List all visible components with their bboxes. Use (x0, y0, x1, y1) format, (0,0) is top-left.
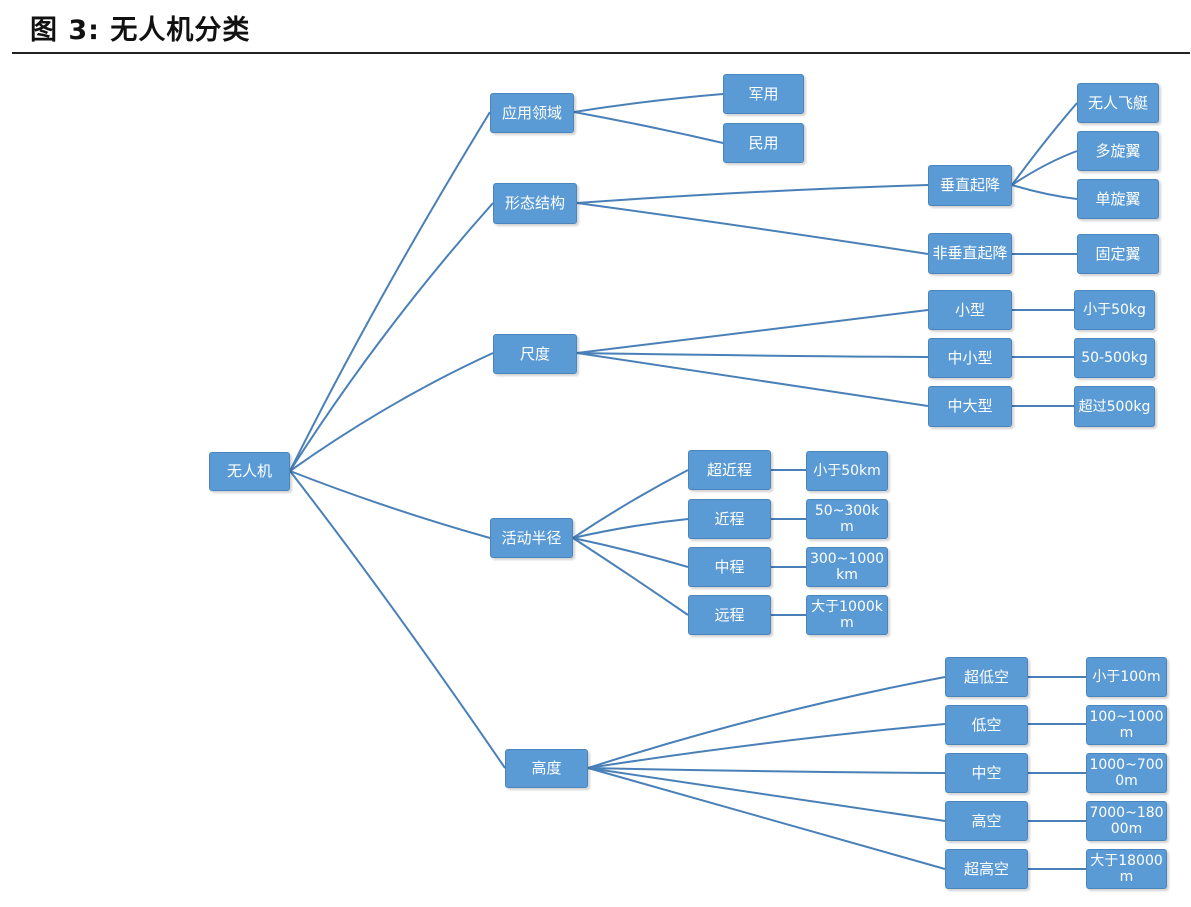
node-long: 远程 (688, 595, 771, 635)
edge-root-structure (289, 202, 494, 472)
edge-radius-short (572, 518, 689, 539)
node-non-vtol: 非垂直起降 (928, 233, 1012, 274)
node-medium-large: 中大型 (928, 386, 1012, 427)
node-mid-alt: 1000~7000m (1086, 753, 1167, 793)
figure-title-text: 无人机分类 (110, 15, 251, 46)
node-low: 低空 (945, 705, 1028, 745)
edge-application-military (573, 93, 724, 113)
edge-radius-long (572, 537, 689, 616)
node-scale: 尺度 (493, 334, 577, 374)
edge-root-application (289, 111, 491, 472)
edge-root-scale (289, 352, 494, 472)
edge-root-radius (289, 470, 491, 539)
node-structure: 形态结构 (493, 183, 577, 224)
node-ultra-high: 超高空 (945, 849, 1028, 889)
edge-structure-vtol (576, 184, 929, 204)
edge-vtol-single (1011, 184, 1078, 200)
node-short: 近程 (688, 499, 771, 539)
node-root: 无人机 (209, 452, 290, 491)
edge-vtol-multirotor (1011, 150, 1078, 186)
node-low-alt: 100~1000m (1086, 705, 1167, 745)
node-application: 应用领域 (490, 93, 574, 133)
node-medium-large-weight: 超过500kg (1074, 386, 1155, 427)
node-small: 小型 (928, 290, 1012, 330)
node-long-range: 大于1000km (806, 595, 888, 635)
node-civil: 民用 (723, 123, 804, 163)
node-medium: 中程 (688, 547, 771, 587)
edge-altitude-low (587, 723, 946, 769)
edge-radius-ultrashort (572, 469, 689, 539)
edge-vtol-airship (1011, 102, 1078, 186)
figure-label: 图 3: (30, 15, 100, 46)
node-military: 军用 (723, 74, 804, 114)
node-ultra-high-alt: 大于18000m (1086, 849, 1167, 889)
figure-title: 图 3: 无人机分类 (30, 8, 250, 47)
node-airship: 无人飞艇 (1077, 83, 1159, 123)
node-short-range: 50~300km (806, 499, 888, 539)
node-ultra-low-alt: 小于100m (1086, 657, 1167, 697)
edge-altitude-mid (587, 767, 946, 774)
node-radius: 活动半径 (490, 518, 573, 558)
edge-altitude-ultrahigh (587, 767, 946, 870)
node-ultra-low: 超低空 (945, 657, 1028, 697)
node-ultra-short-range: 小于50km (806, 451, 888, 491)
edge-structure-nonvtol (576, 202, 929, 255)
title-rule (12, 52, 1190, 54)
edge-scale-small (576, 309, 929, 354)
node-medium-range: 300~1000km (806, 547, 888, 587)
edge-root-altitude (289, 470, 506, 769)
node-small-weight: 小于50kg (1074, 290, 1155, 330)
node-high-alt: 7000~18000m (1086, 801, 1167, 841)
node-ultra-short: 超近程 (688, 450, 771, 490)
node-medium-small: 中小型 (928, 338, 1012, 378)
edge-scale-mlarge (576, 352, 929, 407)
edge-altitude-ultralow (587, 676, 946, 769)
node-mid: 中空 (945, 753, 1028, 793)
node-vtol: 垂直起降 (928, 165, 1012, 206)
edge-altitude-high (587, 767, 946, 822)
node-single-rotor: 单旋翼 (1077, 179, 1159, 219)
node-medium-small-weight: 50-500kg (1074, 338, 1155, 378)
node-altitude: 高度 (505, 749, 588, 788)
edge-application-civil (573, 111, 724, 144)
node-multirotor: 多旋翼 (1077, 131, 1159, 171)
node-high: 高空 (945, 801, 1028, 841)
node-fixed-wing: 固定翼 (1077, 234, 1159, 274)
edge-scale-msmall (576, 352, 929, 358)
edge-radius-medium (572, 537, 689, 568)
